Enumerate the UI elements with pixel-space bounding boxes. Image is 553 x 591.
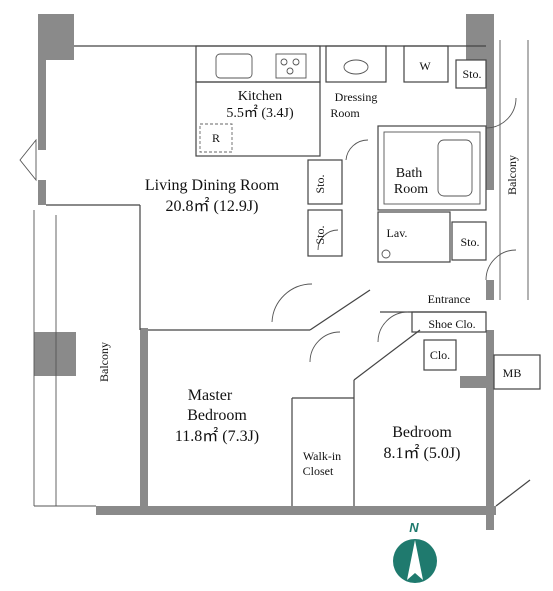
master-bedroom-label-1: Master (188, 387, 233, 404)
bath-room-label-2: Room (394, 182, 428, 197)
compass-needle-icon (407, 540, 423, 580)
sto-b-label: Sto. (313, 225, 327, 244)
room-labels: Kitchen 5.5㎡ (3.4J) R Dressing Room W St… (97, 59, 521, 478)
bedroom-name: Bedroom (392, 424, 452, 441)
north-compass: N (393, 520, 437, 583)
closet-label: Clo. (430, 348, 450, 362)
kitchen-name: Kitchen (238, 89, 282, 104)
balcony-right-label: Balcony (505, 155, 519, 195)
living-dining-room-name: Living Dining Room (145, 177, 280, 194)
bedroom-size: 8.1㎡ (5.0J) (384, 444, 461, 462)
entrance-label: Entrance (428, 292, 471, 306)
kitchen-size: 5.5㎡ (3.4J) (226, 105, 294, 121)
walk-in-closet-label-2: Closet (303, 464, 334, 478)
living-dining-room-size: 20.8㎡ (12.9J) (166, 197, 259, 215)
w-label: W (419, 59, 431, 73)
dressing-room-label-2: Room (330, 106, 360, 120)
master-bedroom-label-2: Bedroom (187, 407, 247, 424)
mb-label: MB (503, 366, 522, 380)
sto-c-label: Sto. (460, 235, 479, 249)
master-bedroom-size: 11.8㎡ (7.3J) (175, 427, 259, 445)
north-label: N (409, 520, 419, 535)
bath-room-label-1: Bath (396, 166, 422, 181)
fridge-label: R (212, 131, 220, 145)
shoe-closet-label: Shoe Clo. (428, 317, 475, 331)
lav-label: Lav. (387, 226, 408, 240)
sto-top-label: Sto. (462, 67, 481, 81)
interior-lines (19, 40, 541, 507)
walls (34, 14, 496, 530)
sto-a-label: Sto. (313, 174, 327, 193)
dressing-room-label-1: Dressing (335, 90, 378, 104)
walk-in-closet-label-1: Walk-in (303, 449, 341, 463)
balcony-left-label: Balcony (97, 342, 111, 382)
